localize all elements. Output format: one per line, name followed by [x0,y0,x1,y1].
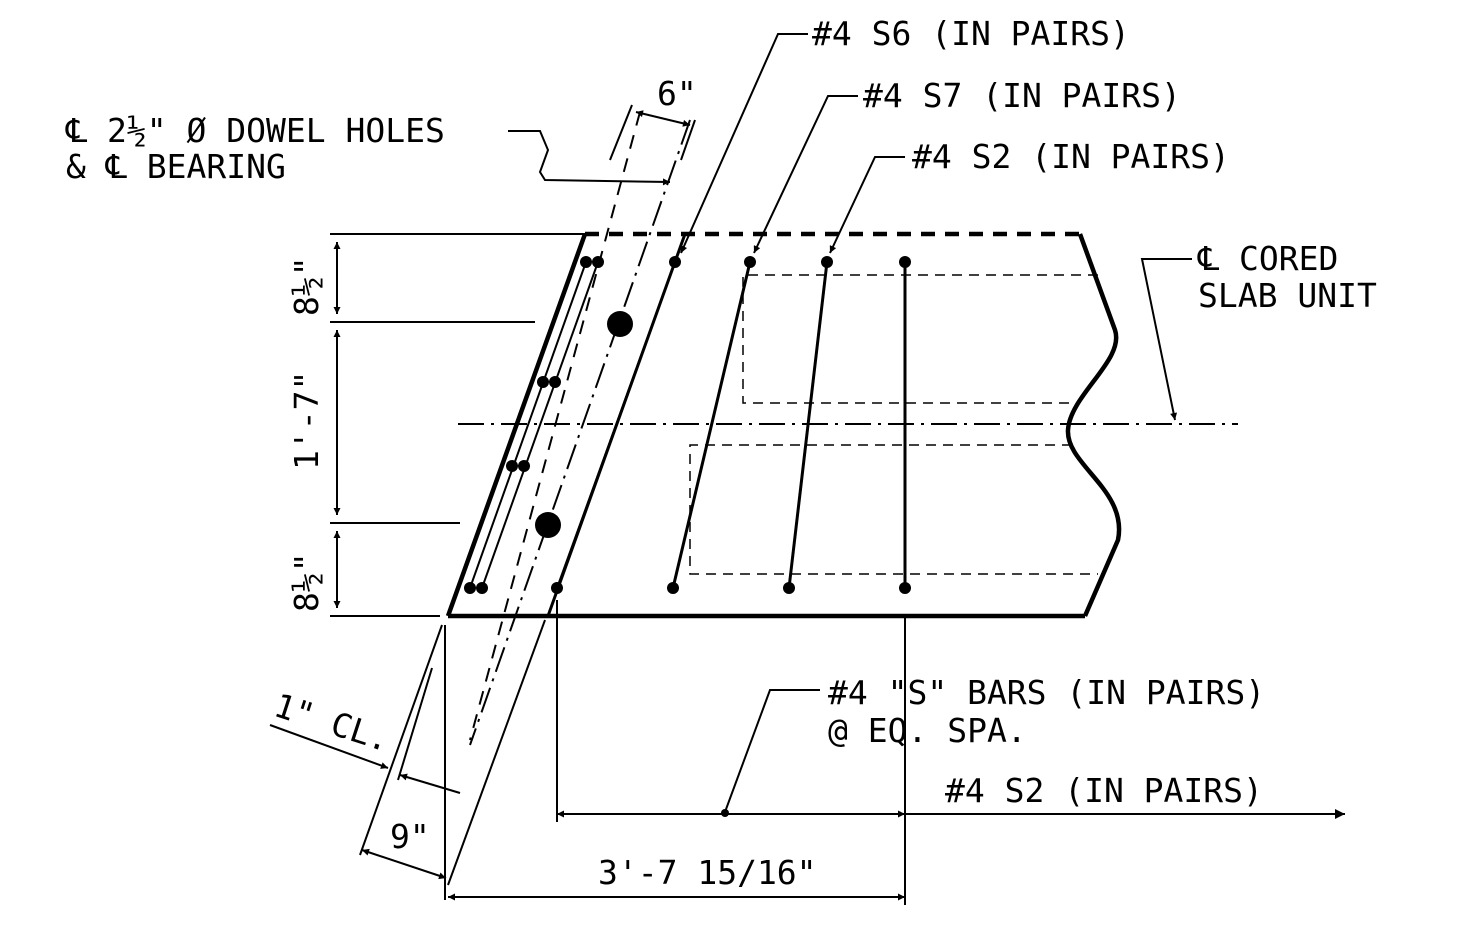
bottom-left-dimensions [269,619,546,900]
label-cored: ℄ CORED [1197,239,1338,278]
dim-middle-1-7: 1'-7" [287,371,326,470]
slab-outline [445,231,1122,619]
dowel-hole-bottom [535,512,561,538]
label-s6: #4 S6 (IN PAIRS) [812,14,1130,53]
bottom-dimensions [448,600,1345,905]
label-s7: #4 S7 (IN PAIRS) [863,76,1181,115]
hidden-voids [689,274,1098,575]
left-dimensions [330,233,585,617]
six-inch-dimension [609,104,696,161]
label-s-bars: #4 "S" BARS (IN PAIRS) [828,673,1265,712]
label-slab-unit: SLAB UNIT [1198,276,1377,315]
label-bearing: & ℄ BEARING [66,147,286,186]
leaders-top [508,33,1192,421]
label-eq-spa: @ EQ. SPA. [828,711,1027,750]
label-s2-top: #4 S2 (IN PAIRS) [912,137,1230,176]
edge-bars [464,256,604,594]
dowel-hole-top [607,311,633,337]
dim-nine-inch: 9" [390,817,430,856]
dim-top-8-5: 8½" [287,256,326,316]
dim-overall: 3'-7 15/16" [598,853,817,892]
label-s2-bottom: #4 S2 (IN PAIRS) [945,771,1263,810]
dowel-centerline [469,119,691,746]
bearing-dashed-line [469,111,641,741]
dim-six-inch: 6" [657,74,697,113]
dim-bottom-8-5: 8½" [287,552,326,612]
label-dowel-holes: ℄ 2½" Ø DOWEL HOLES [65,111,445,150]
